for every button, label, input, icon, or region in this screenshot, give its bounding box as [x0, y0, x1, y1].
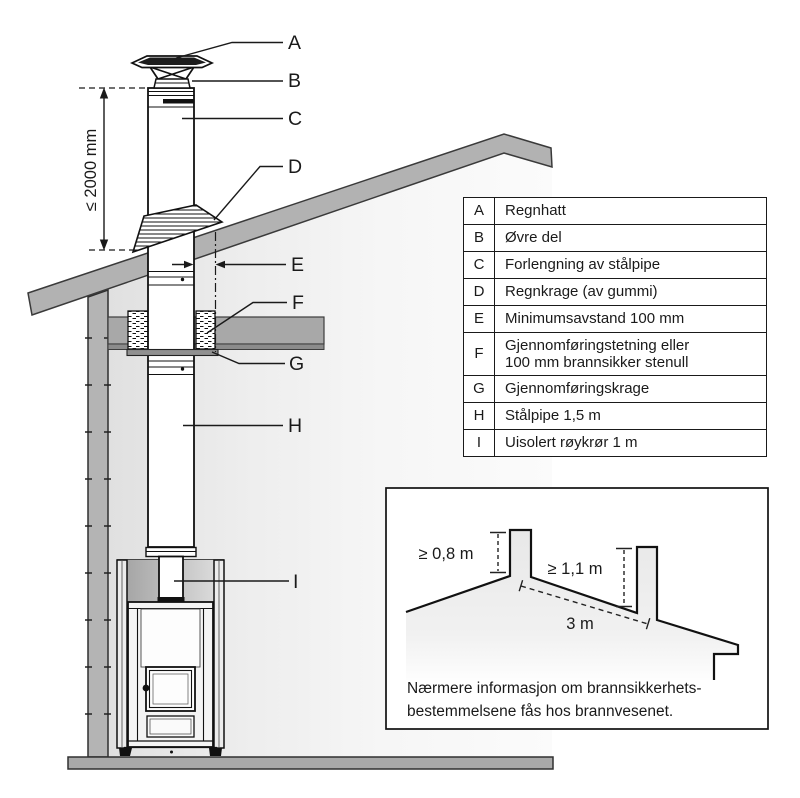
- stone-wool-left-hatch: [128, 311, 148, 349]
- label-e: E: [291, 254, 304, 276]
- label-b: B: [288, 70, 301, 92]
- table-row: G Gjennomføringskrage: [463, 375, 767, 403]
- legend-desc-g: Gjennomføringskrage: [494, 375, 767, 403]
- legend-desc-f-line1: Gjennomføringstetning eller: [505, 336, 690, 354]
- legend-desc-e: Minimumsavstand 100 mm: [494, 305, 767, 333]
- dim-arrow-down: [99, 239, 109, 251]
- floor: [67, 756, 554, 770]
- leader-lines: [174, 41, 289, 582]
- label-c: C: [288, 108, 302, 130]
- inset-clearance-box: ≥ 0,8 m ≥ 1,1 m 3 m Nærmere informasjon …: [385, 487, 769, 730]
- legend-key-g: G: [463, 375, 495, 403]
- inset-caption-line2: bestemmelsene fås hos brannvesenet.: [407, 703, 673, 720]
- label-g: G: [289, 353, 304, 375]
- stove-ash-drawer: [146, 715, 195, 738]
- table-row: D Regnkrage (av gummi): [463, 278, 767, 306]
- inset-ridge-clearance-label: ≥ 0,8 m: [419, 545, 474, 563]
- legend-desc-b: Øvre del: [494, 224, 767, 252]
- legend-desc-a: Regnhatt: [494, 197, 767, 225]
- table-row: H Stålpipe 1,5 m: [463, 402, 767, 430]
- leader-a: [175, 41, 283, 59]
- legend-key-d: D: [463, 278, 495, 306]
- stove-foot-left: [119, 748, 132, 756]
- legend-desc-i: Uisolert røykrør 1 m: [494, 429, 767, 457]
- inset-dim-slope: [518, 579, 651, 630]
- steel-pipe-body: [147, 87, 195, 548]
- legend-key-c: C: [463, 251, 495, 279]
- legend-desc-d: Regnkrage (av gummi): [494, 278, 767, 306]
- inset-vertical-clearance-label: ≥ 1,1 m: [548, 560, 603, 578]
- stone-wool-right-hatch: [196, 311, 215, 349]
- dimension-2000mm: ≤ 2000 mm: [79, 87, 147, 251]
- inset-dim-ridge: [490, 531, 506, 574]
- legend-desc-f: Gjennomføringstetning eller 100 mm brann…: [494, 332, 767, 376]
- inset-roof-fill: [406, 530, 738, 680]
- legend-key-e: E: [463, 305, 495, 333]
- label-d: D: [288, 156, 302, 178]
- label-i: I: [293, 571, 298, 593]
- leader-g: [211, 351, 285, 365]
- stove-door: [142, 666, 196, 712]
- dim-2000-label: ≤ 2000 mm: [82, 129, 100, 211]
- pipe-top-seams: [148, 90, 194, 108]
- smoke-pipe-uninsulated: [158, 555, 184, 603]
- rain-collar: [131, 204, 224, 254]
- legend-key-i: I: [463, 429, 495, 457]
- component-labels: A B C D E F G H I: [288, 32, 304, 593]
- rain-cap: [129, 55, 215, 89]
- pipe-coupling-lower: [148, 360, 194, 376]
- masonry-wall: [85, 288, 111, 758]
- chimney-pipe: [145, 87, 197, 603]
- pipe-coupling-upper: [148, 270, 194, 286]
- pipe-top-clamp: [163, 99, 194, 104]
- rain-cap-disc-top: [138, 57, 206, 65]
- legend-desc-h: Stålpipe 1,5 m: [494, 402, 767, 430]
- e-arrowhead-right: [184, 260, 194, 269]
- inset-roof-outline: [405, 528, 740, 680]
- table-row: I Uisolert røykrør 1 m: [463, 429, 767, 457]
- inset-dim-vertical: [616, 547, 632, 608]
- stove-base-dot: [170, 750, 173, 754]
- label-f: F: [292, 292, 304, 314]
- stove-firebox-frame: [128, 607, 213, 741]
- table-row: F Gjennomføringstetning eller 100 mm bra…: [463, 332, 767, 376]
- legend-key-b: B: [463, 224, 495, 252]
- inset-distance-label: 3 m: [566, 615, 594, 633]
- table-row: C Forlengning av stålpipe: [463, 251, 767, 279]
- rain-cap-struts: [149, 66, 195, 80]
- legend-key-f: F: [463, 332, 495, 376]
- dimension-min-distance: [172, 232, 286, 352]
- legend-desc-c: Forlengning av stålpipe: [494, 251, 767, 279]
- table-row: A Regnhatt: [463, 197, 767, 225]
- legend-table: A Regnhatt B Øvre del C Forlengning av s…: [463, 197, 767, 457]
- stove-base-lines: [124, 740, 217, 749]
- smoke-pipe-socket: [157, 597, 185, 602]
- stove-foot-right: [209, 748, 222, 756]
- stove-upper-panel: [140, 608, 201, 668]
- inset-caption-line1: Nærmere informasjon om brannsikkerhets-: [407, 680, 702, 697]
- penetration-collar: [126, 348, 219, 357]
- stove-door-knob: [142, 684, 150, 692]
- legend-key-a: A: [463, 197, 495, 225]
- e-arrowhead-left: [215, 260, 225, 269]
- table-row: B Øvre del: [463, 224, 767, 252]
- table-row: E Minimumsavstand 100 mm: [463, 305, 767, 333]
- leader-f: [206, 301, 287, 334]
- dim-arrow-up: [99, 87, 109, 99]
- label-a: A: [288, 32, 301, 54]
- label-h: H: [288, 415, 302, 437]
- wall-brick-joints: [85, 337, 111, 715]
- leader-d: [213, 165, 283, 221]
- rain-cap-collar: [153, 78, 191, 89]
- legend-desc-f-line2: 100 mm brannsikker stenull: [505, 354, 689, 371]
- legend-key-h: H: [463, 402, 495, 430]
